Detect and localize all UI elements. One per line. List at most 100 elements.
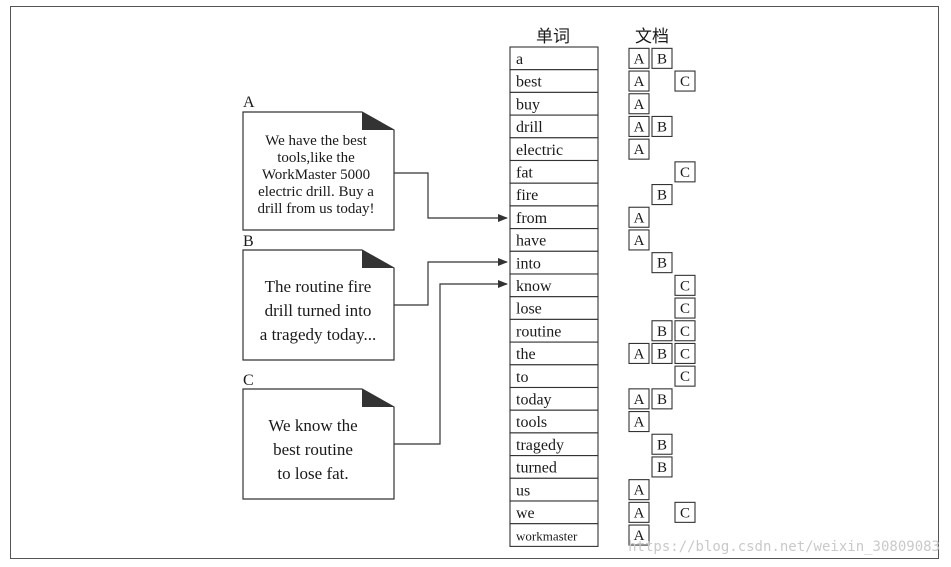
word-label: drill [516,119,543,136]
word-label: lose [516,301,542,318]
document-text-line: to lose fat. [277,464,348,483]
document-text-line: drill turned into [265,301,372,320]
watermark: https://blog.csdn.net/weixin_30809083 [628,539,940,555]
document-text-line: best routine [273,440,353,459]
word-label: we [516,505,535,522]
posting-cell [628,501,650,523]
posting-doc-id: B [657,460,667,476]
posting-cell [651,433,673,455]
posting-doc-id: C [680,324,690,340]
posting-cell [628,47,650,69]
posting-doc-id: C [680,369,690,385]
posting-doc-id: A [634,415,645,431]
posting-doc-id: A [634,505,645,521]
posting-doc-id: C [680,74,690,90]
posting-doc-id: B [657,324,667,340]
posting-cell [628,70,650,92]
arrow-b-to-into [394,258,508,306]
word-label: to [516,369,528,386]
posting-doc-id: A [634,210,645,226]
word-label: turned [516,460,557,477]
document-text-line: We have the best [265,133,368,149]
posting-cell [674,501,696,523]
index-row: tragedy B [509,432,673,457]
word-label: routine [516,323,561,340]
word-label: tragedy [516,437,564,454]
document-label: A [243,94,255,111]
index-row: know C [509,273,696,298]
posting-cell [674,365,696,387]
word-label: know [516,278,552,295]
word-label: from [516,210,548,227]
posting-cell [628,479,650,501]
posting-doc-id: C [680,165,690,181]
posting-doc-id: C [680,278,690,294]
posting-doc-id: B [657,188,667,204]
document-text-line: drill from us today! [257,201,374,217]
arrow-c-to-know [394,280,508,445]
posting-cell [674,320,696,342]
posting-cell [674,342,696,365]
figure-frame [10,6,939,559]
word-label: best [516,74,542,91]
docs-header: 文档 [635,27,669,47]
posting-doc-id: C [680,505,690,521]
posting-doc-id: A [634,483,645,499]
posting-cell [628,229,650,251]
document-label: B [243,233,254,250]
document-text-line: tools,like the [277,150,355,166]
posting-doc-id: A [634,74,645,90]
arrows [394,172,508,445]
folded-corner-icon [362,389,394,407]
posting-doc-id: A [634,346,645,362]
posting-doc-id: B [657,51,667,67]
posting-cell [628,410,650,433]
index-row: from A [509,205,650,230]
posting-doc-id: A [634,392,645,408]
index-row: tools A [509,409,650,434]
posting-doc-id: B [657,256,667,272]
posting-cell [628,206,650,228]
posting-cell [651,184,673,206]
posting-doc-id: B [657,119,667,135]
word-label: tools [516,414,547,431]
posting-doc-id: C [680,346,690,362]
document-text-line: The routine fire [265,277,372,296]
word-cell [509,46,599,71]
word-cell [509,523,599,547]
word-label: today [516,392,552,409]
posting-cell [651,342,673,365]
document-text-line: a tragedy today... [260,325,376,344]
document-text-line: We know the [268,416,357,435]
word-label: buy [516,96,540,113]
posting-doc-id: A [634,119,645,135]
word-label: electric [516,142,563,159]
document-b: B The routine fire drill turned into a t… [242,233,395,361]
document-text-line: electric drill. Buy a [258,184,374,200]
posting-cell [628,115,650,137]
posting-doc-id: A [634,528,645,544]
index-row: to C [509,364,696,389]
posting-cell [674,274,696,296]
posting-cell [651,115,673,137]
posting-doc-id: B [657,437,667,453]
posting-cell [628,138,650,160]
posting-cell [628,342,650,365]
posting-cell [651,320,673,342]
posting-cell [674,297,696,319]
word-label: workmaster [516,529,578,544]
